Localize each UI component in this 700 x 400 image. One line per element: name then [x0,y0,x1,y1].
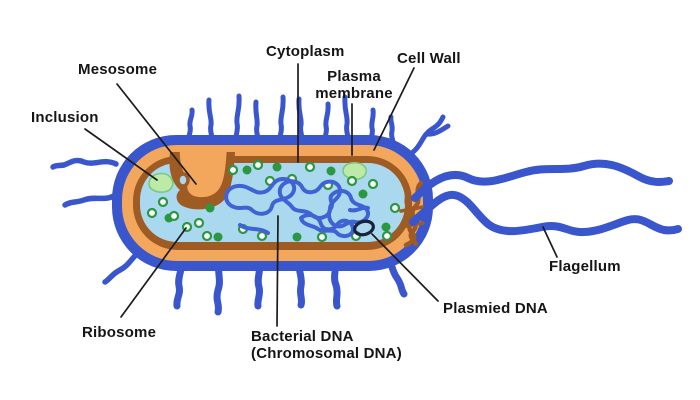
inclusion-label: Inclusion [31,109,99,126]
plasma-membrane-label-line2: membrane [315,85,393,102]
cytoplasm-label: Cytoplasm [266,43,345,60]
bacterial-dna-label: Bacterial DNA (Chromosomal DNA) [251,328,402,362]
plasmid-dna-leader-line [371,233,439,302]
ribosome-label: Ribosome [82,324,157,341]
mesosome-label: Mesosome [78,61,158,78]
mesosome-leader-line [116,83,197,185]
plasmid-dna [353,219,375,237]
mesosome-fold [169,146,235,210]
flagellum-leader-line [542,226,558,258]
cell-wall-label: Cell Wall [397,50,461,67]
bacterial-dna-nucleoid [224,176,370,239]
plasma-membrane-label: Plasma membrane [309,68,399,102]
inclusion-leader-line [84,128,158,181]
leader-lines [84,63,558,327]
flagellum-label: Flagellum [549,258,621,275]
flagella [409,159,682,237]
ribosome-leader-line [120,227,187,318]
cell-wall-leader-line [373,67,415,151]
bacterial-dna-leader-line [276,215,279,327]
bacterial-dna-label-line2: (Chromosomal DNA) [251,345,402,362]
plasma-membrane-label-line1: Plasma [327,68,381,85]
plasmid-dna-label: Plasmied DNA [443,300,548,317]
bacterial-dna-label-line1: Bacterial DNA [251,328,354,345]
